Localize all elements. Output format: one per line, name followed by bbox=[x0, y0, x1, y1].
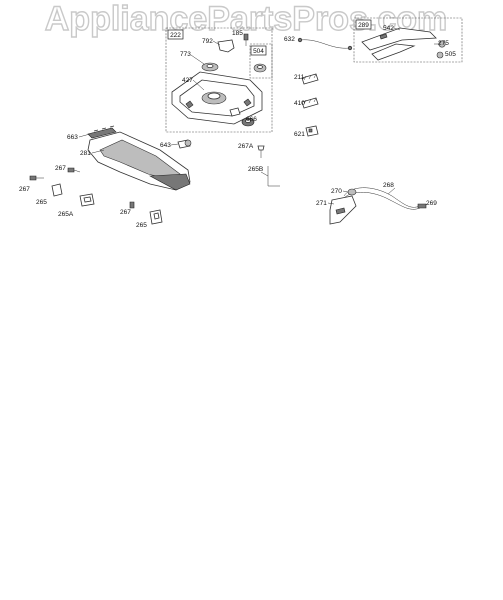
part-label-211[interactable]: 211 bbox=[294, 74, 305, 81]
part-label-267A[interactable]: 267A bbox=[238, 143, 254, 150]
watermark-text: AppliancePartsPros.com bbox=[45, 0, 447, 38]
lever-part-542[interactable] bbox=[361, 27, 437, 51]
screw-part-267A[interactable] bbox=[257, 145, 265, 158]
part-label-427[interactable]: 427 bbox=[182, 77, 193, 84]
group-frame-504 bbox=[249, 43, 273, 79]
part-label-643[interactable]: 643 bbox=[160, 142, 171, 149]
boxed-label-289[interactable]: 289 bbox=[355, 19, 372, 30]
clip-part-265A[interactable] bbox=[79, 193, 95, 207]
base-plate-part-427[interactable] bbox=[171, 71, 263, 125]
bracket-part-271[interactable] bbox=[329, 195, 357, 225]
screw-part-267-a[interactable] bbox=[29, 175, 44, 181]
part-label-663[interactable]: 663 bbox=[67, 134, 78, 141]
screw-part-185[interactable] bbox=[243, 33, 249, 46]
part-label-265-a[interactable]: 265 bbox=[36, 199, 47, 206]
spring-part-410[interactable] bbox=[301, 97, 319, 109]
roller-part-643[interactable] bbox=[177, 139, 192, 149]
rod-part-265B[interactable] bbox=[267, 166, 280, 187]
group-frame-222 bbox=[165, 27, 273, 133]
part-label-269[interactable]: 269 bbox=[426, 200, 437, 207]
part-label-632[interactable]: 632 bbox=[284, 36, 295, 43]
part-label-275[interactable]: 275 bbox=[438, 40, 449, 47]
part-label-265-b[interactable]: 265 bbox=[136, 222, 147, 229]
bracket-part-792[interactable] bbox=[217, 39, 235, 53]
part-label-270[interactable]: 270 bbox=[331, 188, 342, 195]
bracket-part-621[interactable] bbox=[305, 125, 319, 137]
part-label-267-c[interactable]: 267 bbox=[120, 209, 131, 216]
part-label-410[interactable]: 410 bbox=[294, 100, 305, 107]
nut-part-505[interactable] bbox=[436, 51, 444, 59]
nut-part-270[interactable] bbox=[347, 188, 357, 196]
svg-text:504: 504 bbox=[253, 48, 264, 55]
part-label-505[interactable]: 505 bbox=[445, 51, 456, 58]
boxed-label-504[interactable]: 504 bbox=[250, 45, 267, 56]
cable-part-632[interactable] bbox=[297, 37, 353, 51]
part-label-268[interactable]: 268 bbox=[383, 182, 394, 189]
strip-part-663[interactable] bbox=[87, 125, 117, 139]
part-label-666[interactable]: 666 bbox=[246, 116, 257, 123]
part-label-621[interactable]: 621 bbox=[294, 131, 305, 138]
part-label-265B[interactable]: 265B bbox=[248, 166, 263, 173]
part-label-265A[interactable]: 265A bbox=[58, 211, 74, 218]
lever-arm-289[interactable] bbox=[371, 43, 416, 61]
spring-part-211[interactable] bbox=[301, 73, 319, 85]
leader-lines bbox=[78, 27, 439, 205]
part-label-267-b[interactable]: 267 bbox=[55, 165, 66, 172]
nut-part-504[interactable] bbox=[253, 63, 267, 73]
clip-part-265-a[interactable] bbox=[51, 183, 63, 197]
part-label-773[interactable]: 773 bbox=[180, 51, 191, 58]
svg-text:222: 222 bbox=[170, 32, 181, 39]
part-label-271[interactable]: 271 bbox=[316, 200, 327, 207]
cable-end-part-269[interactable] bbox=[417, 203, 427, 209]
part-label-267-a[interactable]: 267 bbox=[19, 186, 30, 193]
svg-text:289: 289 bbox=[358, 22, 369, 29]
part-label-281[interactable]: 281 bbox=[80, 150, 91, 157]
boxed-label-222[interactable]: 222 bbox=[167, 29, 184, 40]
part-label-542[interactable]: 542 bbox=[383, 25, 394, 32]
clip-part-265-b[interactable] bbox=[149, 209, 163, 225]
shroud-part-281[interactable] bbox=[87, 131, 191, 191]
part-label-185[interactable]: 185 bbox=[232, 30, 243, 37]
screw-part-267-c[interactable] bbox=[129, 201, 135, 209]
gear-part-666[interactable] bbox=[241, 117, 255, 127]
group-frame-289 bbox=[353, 17, 463, 63]
part-label-792[interactable]: 792 bbox=[202, 38, 213, 45]
disc-part-773[interactable] bbox=[201, 62, 219, 72]
screw-part-267-b[interactable] bbox=[67, 167, 81, 173]
